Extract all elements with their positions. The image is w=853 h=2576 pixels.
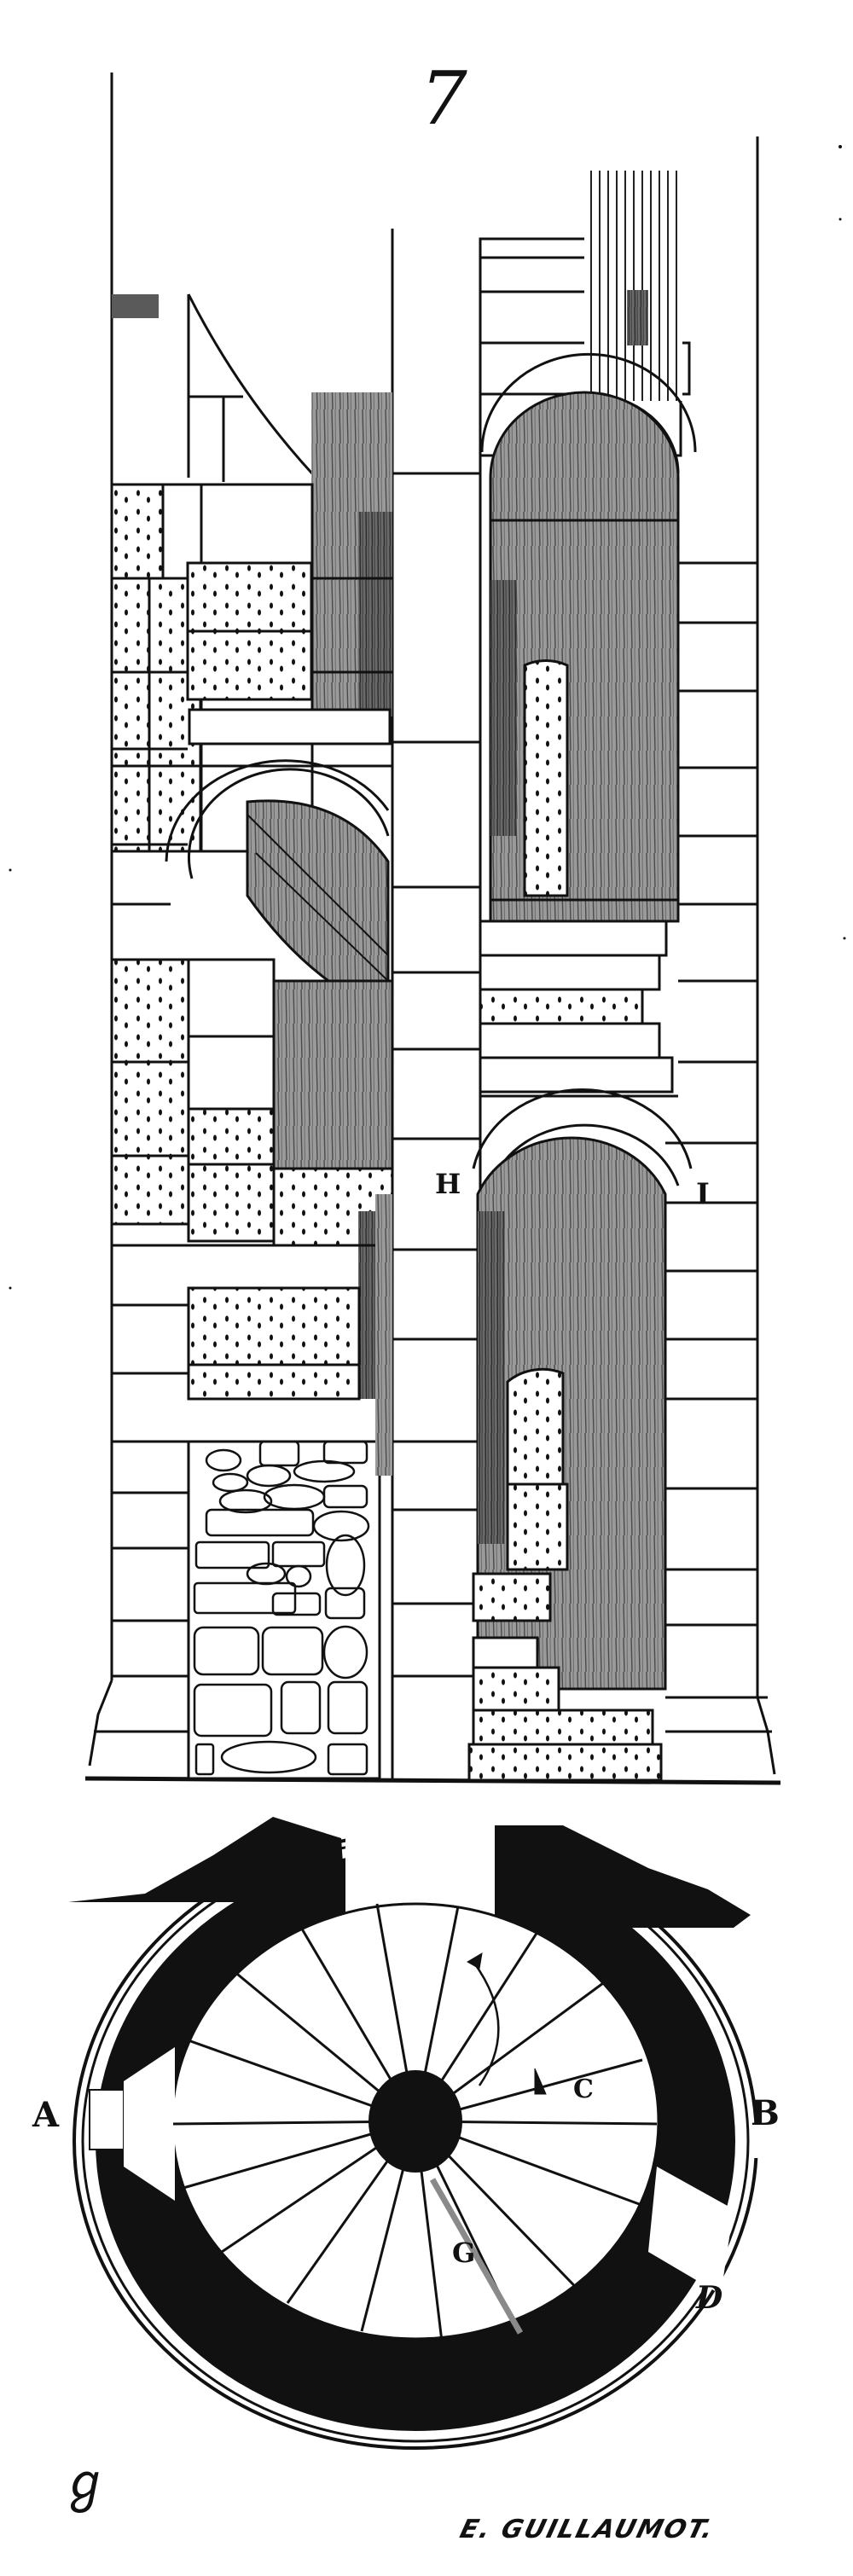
speckles <box>9 145 846 1290</box>
label-C: C <box>573 2074 594 2104</box>
elevation-section <box>84 73 781 1785</box>
label-I: I <box>696 1177 710 1211</box>
stair-steps <box>172 1903 658 2342</box>
label-H: H <box>435 1168 461 1200</box>
engraver-signature: E. GUILLAUMOT. <box>456 2515 718 2544</box>
artist-monogram: ℊ <box>60 2453 111 2513</box>
label-A: A <box>32 2095 60 2135</box>
plan-view <box>68 1817 764 2450</box>
label-G: G <box>452 2237 476 2269</box>
label-D: D <box>696 2280 723 2316</box>
label-B: B <box>751 2093 780 2133</box>
